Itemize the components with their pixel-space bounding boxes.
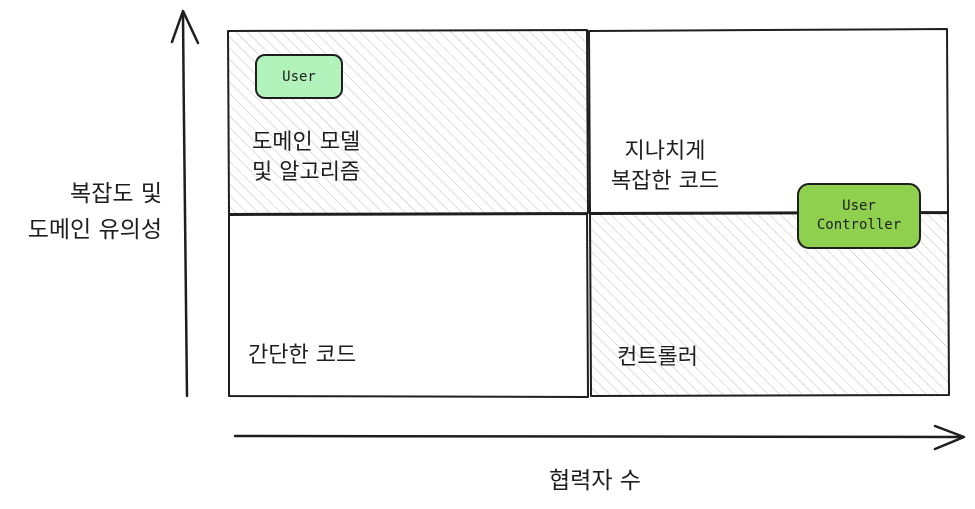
y-axis-arrow — [170, 9, 200, 398]
quadrant-top-left-label: 도메인 모델 및 알고리즘 — [252, 128, 360, 188]
quadrant-bottom-left-line1: 간단한 코드 — [248, 343, 357, 368]
quadrant-top-right-border — [588, 28, 949, 214]
quadrant-top-left-line1: 도메인 모델 — [252, 130, 361, 155]
quadrant-top-right-line1: 지나치게 — [624, 139, 706, 164]
quadrant-top-left-border — [227, 29, 589, 215]
user-controller-badge-line1: User — [842, 198, 876, 214]
y-axis-label: 복잡도 및 도메인 유의성 — [0, 176, 162, 248]
y-axis-label-line1: 복잡도 및 — [70, 181, 162, 207]
x-axis-label: 협력자 수 — [549, 468, 641, 494]
x-axis-arrow — [233, 424, 966, 451]
user-badge-label: User — [282, 68, 316, 85]
quadrant-bottom-left-border — [228, 213, 589, 398]
quadrant-bottom-right-label: 컨트롤러 — [617, 343, 698, 373]
quadrant-bottom-right-line1: 컨트롤러 — [617, 345, 698, 370]
quadrant-top-right-line2: 복잡한 코드 — [610, 169, 720, 194]
quadrant-top-right-label: 지나치게 복잡한 코드 — [590, 137, 740, 197]
user-controller-badge-line2: Controller — [816, 217, 902, 233]
quadrant-top-left-line2: 및 알고리즘 — [252, 160, 361, 185]
y-axis-label-line2: 도메인 유의성 — [27, 217, 162, 243]
quadrant-bottom-left-label: 간단한 코드 — [248, 341, 356, 371]
user-controller-badge: User Controller — [797, 183, 921, 249]
user-badge: User — [255, 54, 343, 99]
